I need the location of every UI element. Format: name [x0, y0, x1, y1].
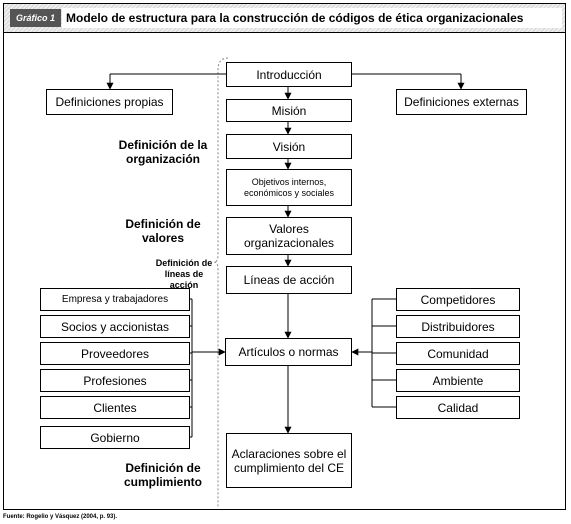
figure-header: Gráfico 1 Modelo de estructura para la c… [3, 3, 566, 33]
left-item-profesiones: Profesiones [40, 369, 190, 392]
right-item-calidad: Calidad [396, 396, 520, 419]
right-item-comunidad: Comunidad [396, 342, 520, 365]
source-note: Fuente: Rogelio y Vásquez (2004, p. 93). [3, 514, 118, 520]
figure-title: Modelo de estructura para la construcció… [62, 8, 562, 28]
dashed-bracket [213, 57, 229, 508]
box-definiciones-externas: Definiciones externas [396, 89, 527, 115]
box-vision: Visión [226, 134, 352, 159]
label-definicion-organizacion: Definición de la organización [118, 138, 208, 166]
figure-badge: Gráfico 1 [10, 9, 62, 27]
left-item-proveedores: Proveedores [40, 342, 190, 365]
right-item-ambiente: Ambiente [396, 369, 520, 392]
box-objetivos: Objetivos internos, económicos y sociale… [226, 169, 352, 206]
label-definicion-lineas: Definición de líneas de acción [155, 258, 213, 290]
box-articulos: Artículos o normas [225, 338, 352, 366]
box-lineas: Líneas de acción [226, 266, 352, 294]
box-definiciones-propias: Definiciones propias [46, 89, 173, 115]
left-item-clientes: Clientes [40, 396, 190, 419]
right-item-distribuidores: Distribuidores [396, 315, 520, 338]
left-item-socios: Socios y accionistas [40, 315, 190, 338]
right-item-competidores: Competidores [396, 288, 520, 311]
box-valores: Valores organizacionales [226, 217, 352, 255]
label-definicion-cumplimiento: Definición de cumplimiento [123, 461, 202, 489]
box-mision: Misión [226, 99, 352, 122]
left-item-gobierno: Gobierno [40, 426, 190, 449]
left-item-empresa: Empresa y trabajadores [40, 288, 190, 311]
box-introduccion: Introducción [226, 62, 352, 87]
box-aclaraciones: Aclaraciones sobre el cumplimiento del C… [226, 433, 352, 488]
label-definicion-valores: Definición de valores [125, 217, 201, 245]
